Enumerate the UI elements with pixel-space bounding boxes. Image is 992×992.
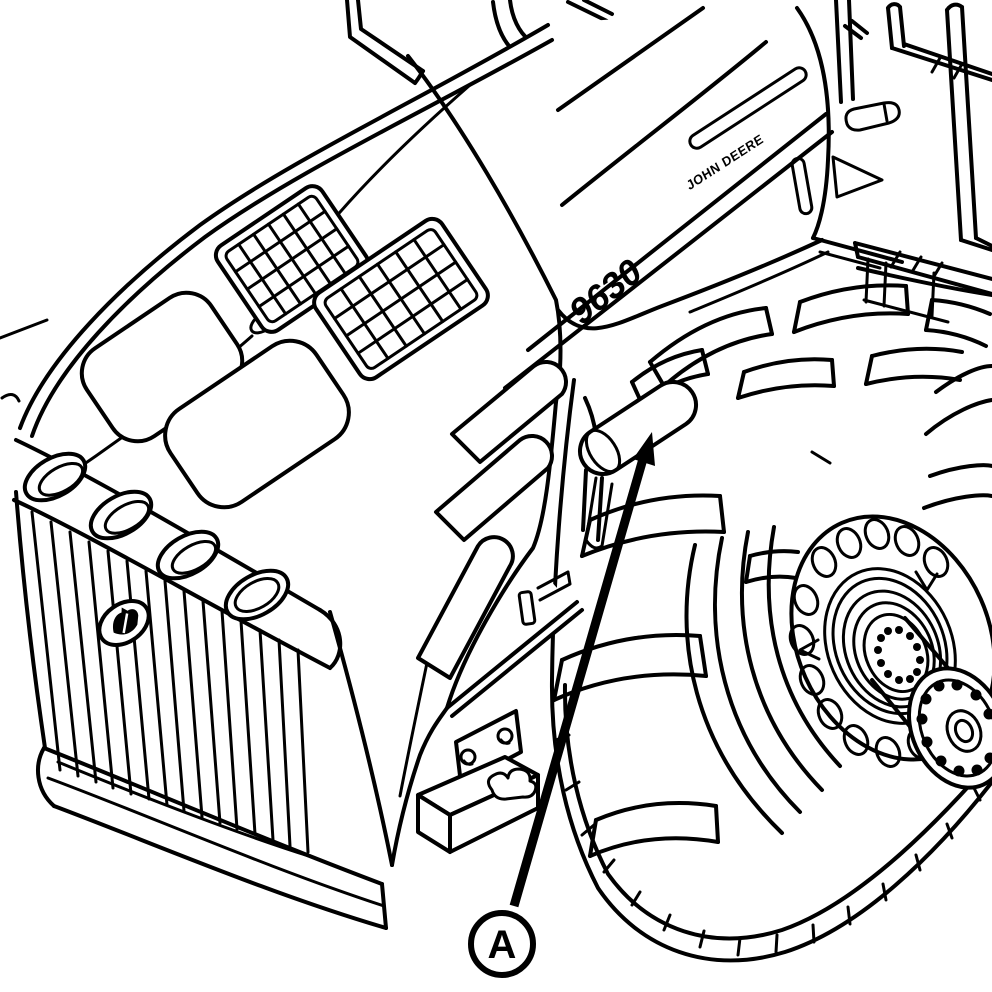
hood-bottom-strip-top: [445, 600, 579, 710]
step-clip: [487, 767, 538, 801]
frame-bracket-inner: [356, 0, 425, 73]
louver-1: [450, 360, 568, 464]
door-handle-line: [882, 102, 889, 123]
headlight-3: [155, 529, 221, 581]
hub-mark-top: [914, 570, 939, 592]
frame-tick-3: [843, 24, 863, 40]
tractor-hood: 9630 JOHN DEERE: [0, 6, 904, 930]
light-cylinder-face: [584, 428, 622, 474]
cab-frame: [345, 0, 992, 465]
hood-vent-grid-1: [213, 184, 371, 334]
hood-panel-2: [163, 338, 351, 510]
axle-shaft-center: [953, 718, 975, 744]
callout-a-label: A: [488, 923, 517, 967]
bumper-bottom: [52, 804, 388, 930]
headlight-2: [88, 489, 154, 541]
louver-latch: [517, 590, 537, 626]
hood-left-edge: [18, 23, 550, 430]
side-louvers: [416, 360, 572, 680]
hood-corner-mark: [0, 392, 21, 403]
callout-a-arrowhead: [633, 432, 655, 466]
wheel-arch-trim: [688, 250, 830, 314]
tire-sidewall-rings: [684, 463, 992, 835]
grille-slats: [30, 510, 310, 854]
roof-rail-hatch: [930, 56, 964, 80]
hood-top-rear-line: [556, 6, 705, 112]
bumper-left-cap: [36, 746, 56, 808]
frame-tick-2: [582, 0, 614, 16]
hood-rear-base-2: [818, 250, 882, 270]
axle-top-edge: [903, 616, 950, 670]
hood-top-slot: [688, 66, 808, 150]
callout-a-circle: [468, 910, 536, 978]
wheel-arch: [556, 238, 824, 331]
front-bumper: [36, 746, 388, 930]
hood-bottom-strip-bottom: [450, 608, 584, 718]
hood-side-seam: [560, 40, 768, 207]
door-handle: [844, 101, 901, 132]
rear-fender-line-2: [924, 398, 992, 436]
deer-logo-icon: [113, 607, 139, 635]
louver-3: [416, 535, 515, 680]
hood-rear-edge: [795, 6, 831, 240]
bracket-bolt-shading: [462, 738, 511, 766]
tread-blocks: [554, 733, 982, 957]
roof-post: [886, 2, 906, 50]
hood-nose-right-edge: [328, 610, 394, 867]
bumper-top: [42, 746, 384, 886]
headlight-4: [223, 568, 291, 622]
callout-a: A: [468, 432, 655, 978]
brand-emblem: [97, 599, 151, 647]
hood-silhouette: [13, 8, 826, 928]
frame-tick-4: [850, 19, 869, 35]
side-panel-line-1: [526, 112, 828, 352]
roof-rails: [890, 42, 992, 82]
frame-bracket-outer: [345, 0, 417, 85]
louver-2: [434, 434, 554, 542]
hood-bottom-corner: [390, 706, 449, 867]
rear-fender-line-1: [934, 364, 992, 394]
hood-ridge: [406, 54, 563, 404]
headlight-band: [12, 438, 343, 670]
flange-bolts: [916, 679, 992, 777]
hood-left-crease: [0, 318, 49, 340]
hood-rear-base-1: [811, 236, 904, 264]
cab-door-edge: [834, 0, 855, 104]
hood-bottom-crease: [398, 656, 430, 798]
warning-triangle-decal: [831, 155, 884, 199]
hood-vent-grid-2: [312, 216, 490, 382]
light-band-cap: [318, 608, 343, 670]
platform-posts: [862, 257, 950, 324]
hub-bearing-dots: [874, 626, 924, 684]
bumper-mid-line: [46, 776, 386, 908]
callout-a-leader-line: [509, 450, 650, 908]
cab-pillar-base: [959, 236, 992, 252]
light-mount-bracket: [584, 476, 614, 550]
frame-tick-1: [566, 0, 609, 23]
tire-outline: [549, 378, 992, 963]
axle-flange: [870, 616, 992, 790]
rear-dash-mark: [810, 450, 832, 465]
axle-shaft-end: [945, 709, 983, 753]
front-tire: [549, 266, 992, 963]
cab-pillar: [945, 2, 978, 242]
headlight-1: [22, 451, 88, 503]
hood-left-edge-inner: [30, 38, 554, 438]
hub-mark-left: [798, 638, 821, 661]
hood-side-slot: [790, 156, 814, 216]
step-bracket: [416, 709, 540, 854]
side-panel-line-2: [503, 130, 834, 390]
light-cylinder-body: [577, 380, 699, 476]
grille-left-edge: [14, 490, 47, 750]
louver-bracket-lines: [536, 570, 572, 602]
component-a-light: [577, 380, 699, 550]
tire-inner-rim-line: [562, 683, 987, 941]
grille: [14, 490, 314, 859]
cab-corner-curve-2: [508, 0, 531, 42]
